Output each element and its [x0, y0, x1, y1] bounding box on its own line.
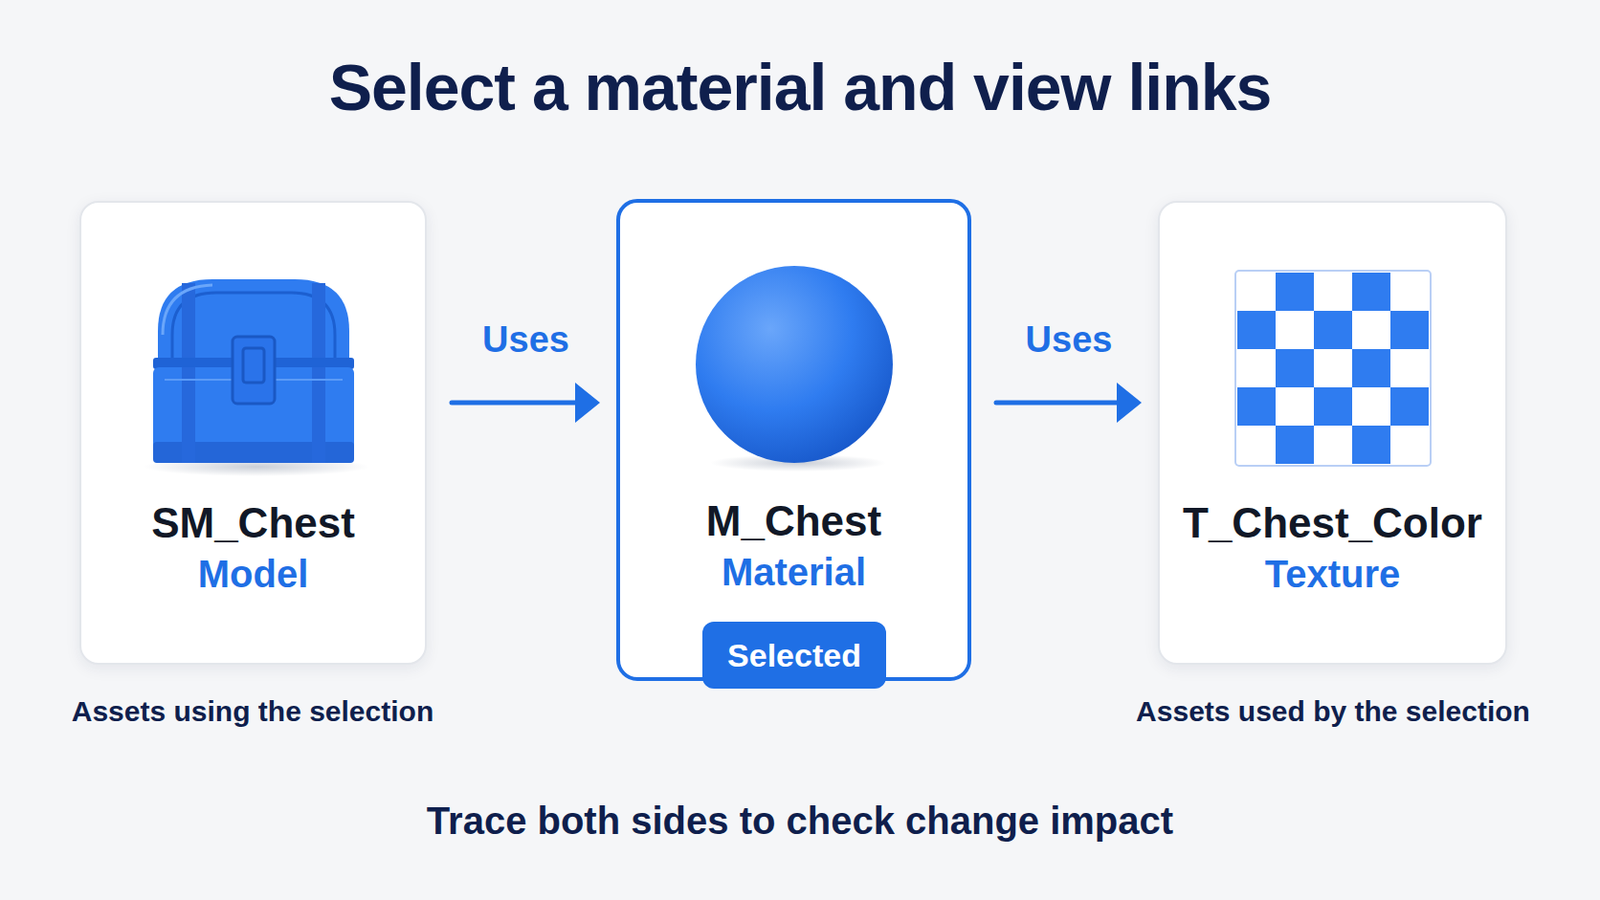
edge-label: Uses [973, 318, 1165, 361]
arrow-line [451, 400, 581, 406]
material-sphere [695, 266, 893, 472]
badge-text: Selected [727, 636, 862, 675]
diagram-title: Select a material and view links [0, 48, 1600, 126]
asset-type: Material [620, 545, 968, 600]
uses-arrow [996, 382, 1142, 423]
edge-label: Uses [430, 318, 623, 361]
asset-card: T_Chest_ColorTexture [1157, 200, 1508, 666]
note-label: Assets using the selection [3, 694, 502, 730]
asset-type: Texture [1159, 547, 1506, 601]
asset-name: SM_Chest [81, 499, 425, 548]
asset-name: T_Chest_Color [1159, 499, 1506, 548]
selected-asset-card: M_ChestMaterialSelected [616, 199, 972, 682]
diagram-caption: Trace both sides to check change impact [0, 798, 1600, 845]
card-text: SM_ChestModel [81, 499, 425, 601]
arrow-head [575, 382, 600, 423]
asset-card: SM_ChestModel [79, 200, 427, 666]
card-text: T_Chest_ColorTexture [1159, 499, 1506, 601]
note-label: Assets used by the selection [1084, 694, 1582, 730]
arrow-line [996, 400, 1123, 406]
selected-badge: Selected [702, 622, 887, 689]
uses-arrow [451, 382, 600, 423]
asset-name: M_Chest [620, 497, 968, 546]
chest-illustration [143, 279, 370, 477]
card-text: M_ChestMaterial [620, 497, 968, 600]
checker-texture [1235, 270, 1431, 467]
asset-type: Model [81, 547, 425, 601]
arrow-head [1116, 382, 1142, 423]
